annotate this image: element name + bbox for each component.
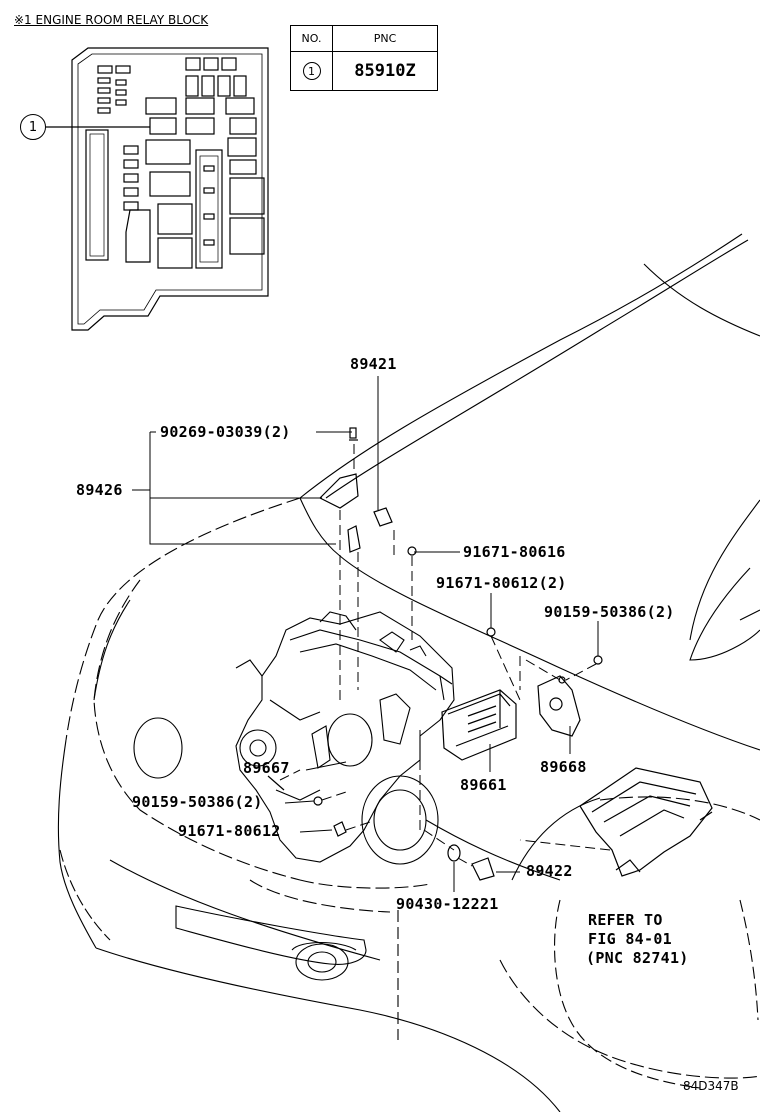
engine-drawing bbox=[235, 611, 455, 865]
part-label-89667[interactable]: 89667 bbox=[243, 759, 290, 777]
bracket-89668-drawing bbox=[537, 675, 581, 737]
fasteners bbox=[267, 427, 603, 881]
part-label-91671-80612[interactable]: 91671-80612 bbox=[178, 822, 281, 840]
part-label-89426[interactable]: 89426 bbox=[76, 481, 123, 499]
ecu-drawing bbox=[441, 689, 517, 761]
part-label-91671-80616[interactable]: 91671-80616 bbox=[463, 543, 566, 561]
figure-code: 84D347B bbox=[683, 1079, 739, 1093]
part-label-89668[interactable]: 89668 bbox=[540, 758, 587, 776]
car-body bbox=[57, 233, 760, 1112]
pnc-row-number: 1 bbox=[302, 62, 321, 80]
part-label-89421[interactable]: 89421 bbox=[350, 355, 397, 373]
part-label-90269-03039[interactable]: 90269-03039(2) bbox=[160, 423, 291, 441]
relay-block-drawing bbox=[46, 47, 269, 331]
part-label-89422[interactable]: 89422 bbox=[526, 862, 573, 880]
refer-part-drawing bbox=[579, 767, 713, 877]
part-label-90159-50386-2-left[interactable]: 90159-50386(2) bbox=[132, 793, 263, 811]
part-label-89661[interactable]: 89661 bbox=[460, 776, 507, 794]
callout-number: 1 bbox=[20, 114, 46, 140]
pnc-table-header-pnc: PNC bbox=[333, 26, 437, 52]
refer-note-line2[interactable]: FIG 84-01 bbox=[588, 930, 672, 948]
assembly-lines bbox=[279, 444, 611, 867]
pnc-table-header-no: NO. bbox=[291, 26, 333, 52]
part-label-90430-12221[interactable]: 90430-12221 bbox=[396, 895, 499, 913]
pnc-table-row-pnc: 85910Z bbox=[354, 61, 416, 81]
leader-lines bbox=[132, 376, 599, 892]
part-label-90159-50386-2-right[interactable]: 90159-50386(2) bbox=[544, 603, 675, 621]
refer-note-line1: REFER TO bbox=[588, 911, 663, 929]
refer-note-line3[interactable]: (PNC 82741) bbox=[586, 949, 689, 967]
pnc-table-row-no: 1 bbox=[291, 52, 333, 90]
pnc-table: NO. PNC 1 85910Z bbox=[290, 25, 438, 91]
relay-block-title: ※1 ENGINE ROOM RELAY BLOCK bbox=[14, 13, 209, 27]
part-label-91671-80612-2[interactable]: 91671-80612(2) bbox=[436, 574, 567, 592]
